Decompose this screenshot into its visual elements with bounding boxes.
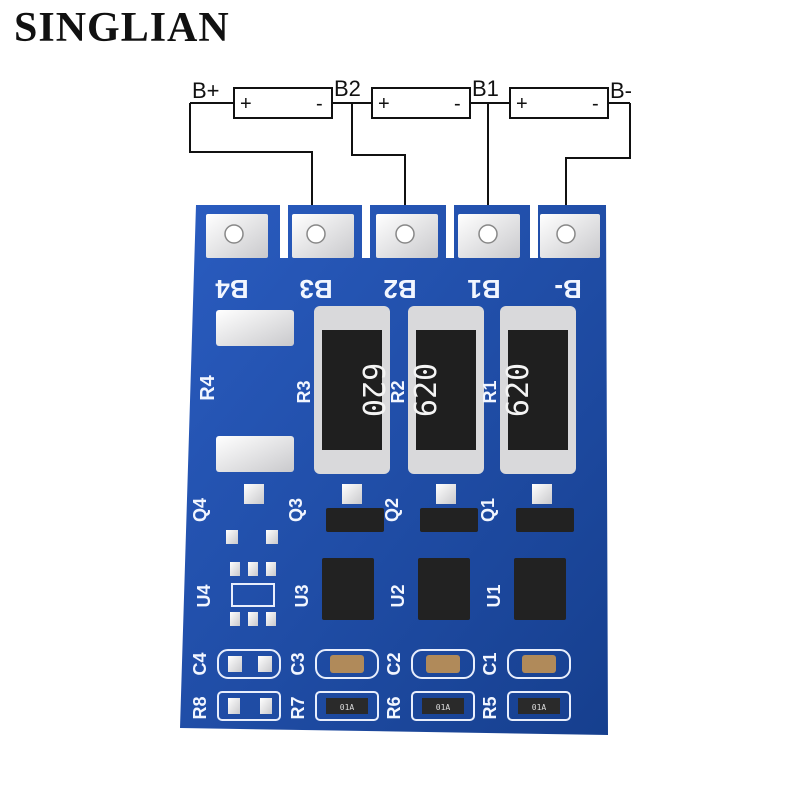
capacitor-c4-label: C4: [190, 652, 210, 675]
capacitor-c4: [217, 649, 281, 679]
resistor-r3-ref: R3: [294, 380, 314, 403]
resistor-r1-code: 620: [501, 363, 536, 417]
mosfet-q4-label: Q4: [190, 498, 210, 522]
mosfet-q2: [420, 484, 478, 532]
capacitor-c1-label: C1: [480, 652, 500, 675]
wiring-diagram: [189, 87, 631, 212]
resistor-r5-code: 01A: [532, 703, 547, 712]
mosfet-q1: [516, 484, 574, 532]
ic-u3: [322, 558, 374, 620]
battery-cell-2: [371, 87, 471, 119]
brand-logo-text: SINGLIAN: [14, 5, 230, 51]
ic-u4-label: U4: [194, 584, 214, 607]
capacitor-c2: [411, 649, 475, 679]
ic-u2-label: U2: [388, 584, 408, 607]
pad-label-b3: B3: [299, 274, 332, 304]
cell-3-minus: -: [592, 93, 599, 115]
resistor-r5: [507, 691, 571, 721]
resistor-r6-code: 01A: [436, 703, 451, 712]
mosfet-q3-label: Q3: [286, 498, 306, 522]
ic-u3-label: U3: [292, 584, 312, 607]
pad-label-bminus: B-: [554, 274, 581, 304]
terminal-label-bminus: B-: [610, 78, 632, 103]
capacitor-c2-label: C2: [384, 652, 404, 675]
pad-label-b4: B4: [215, 274, 249, 304]
resistor-r1-ref: R1: [480, 380, 500, 403]
capacitor-c3-label: C3: [288, 652, 308, 675]
mosfet-q3: [326, 484, 384, 532]
resistor-r7-label: R7: [288, 696, 308, 719]
resistor-r6-label: R6: [384, 696, 404, 719]
pad-label-b2: B2: [383, 274, 416, 304]
cell-1-plus: +: [240, 93, 252, 115]
ic-u4: [230, 562, 276, 626]
resistor-r3: [314, 306, 390, 474]
resistor-r1: [500, 306, 576, 474]
cell-2-plus: +: [378, 93, 390, 115]
terminal-label-bplus: B+: [192, 78, 220, 103]
r4-pads: [216, 310, 294, 472]
resistor-r8-label: R8: [190, 696, 210, 719]
capacitor-c3: [315, 649, 379, 679]
cell-2-minus: -: [454, 93, 461, 115]
resistor-r2-code: 620: [409, 363, 444, 417]
ic-u1-label: U1: [484, 584, 504, 607]
cell-3-plus: +: [516, 93, 528, 115]
resistor-r7-code: 01A: [340, 703, 355, 712]
ic-u1: [514, 558, 566, 620]
cell-1-minus: -: [316, 93, 323, 115]
resistor-r5-label: R5: [480, 696, 500, 719]
resistor-r2-ref: R2: [388, 380, 408, 403]
resistor-r3-code: 620: [355, 363, 390, 417]
resistor-r7: [315, 691, 379, 721]
terminal-pads: [206, 214, 600, 258]
resistor-r6: [411, 691, 475, 721]
mosfet-q1-label: Q1: [478, 498, 498, 522]
battery-cell-1: [233, 87, 333, 119]
pad-label-b1: B1: [467, 274, 500, 304]
r4-label: R4: [197, 374, 219, 400]
resistor-r2: [408, 306, 484, 474]
resistor-r8: [217, 691, 281, 721]
terminal-label-b2: B2: [334, 76, 361, 101]
mosfet-q2-label: Q2: [382, 498, 402, 522]
terminal-label-b1: B1: [472, 76, 499, 101]
ic-u2: [418, 558, 470, 620]
capacitor-c1: [507, 649, 571, 679]
mosfet-q4: [226, 484, 278, 544]
